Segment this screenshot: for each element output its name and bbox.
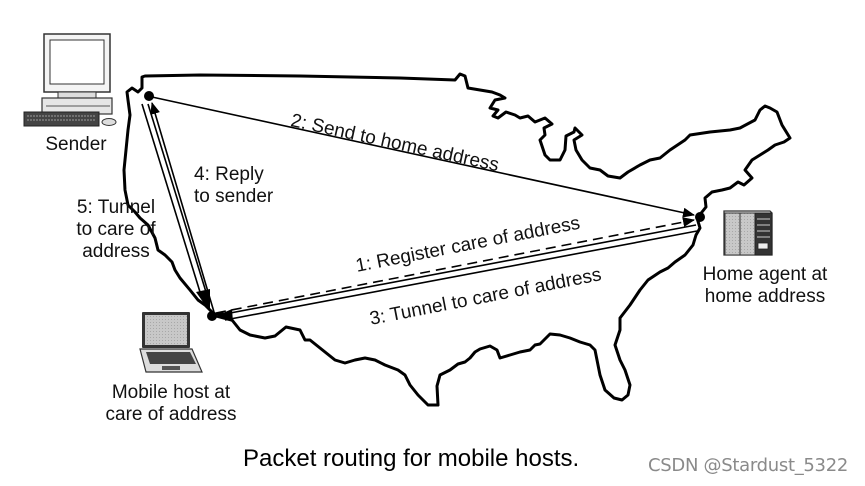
server-rack-icon <box>723 210 773 256</box>
desktop-computer-icon <box>23 33 117 127</box>
us-map-outline <box>122 72 792 407</box>
figure-caption: Packet routing for mobile hosts. <box>243 445 580 472</box>
step-5-label: 5: Tunnel to care of address <box>66 197 166 263</box>
home-agent-label-line2: home address <box>704 286 826 307</box>
step-3-tunnel <box>214 224 698 322</box>
step-1-arrow <box>215 217 695 314</box>
mobile-host-label: Mobile host at care of address <box>96 382 246 426</box>
home-agent-endpoint-dot <box>695 212 705 222</box>
mobile-host-endpoint-dot <box>207 311 217 321</box>
home-agent-label: Home agent at home address <box>695 264 835 308</box>
sender-endpoint-dot <box>144 91 154 101</box>
step-5-tunnel <box>141 103 210 312</box>
mobile-host-label-line1: Mobile host at <box>111 382 231 403</box>
home-agent-label-line1: Home agent at <box>702 264 828 285</box>
laptop-icon <box>139 312 203 373</box>
step-4-label-line2: to sender <box>194 186 274 207</box>
step-4-label-line1: 4: Reply <box>194 164 264 185</box>
step-5-label-line2: to care of <box>76 219 156 240</box>
mobile-host-label-line2: care of address <box>105 404 237 425</box>
step-5-label-line3: address <box>82 241 150 262</box>
sender-label: Sender <box>45 134 107 155</box>
step-4-label: 4: Reply to sender <box>194 164 273 208</box>
step-4-arrow <box>150 102 215 313</box>
step-2-arrow <box>151 96 695 218</box>
step-5-label-line1: 5: Tunnel <box>76 197 156 218</box>
watermark: CSDN @Stardust_5322 <box>648 455 849 476</box>
